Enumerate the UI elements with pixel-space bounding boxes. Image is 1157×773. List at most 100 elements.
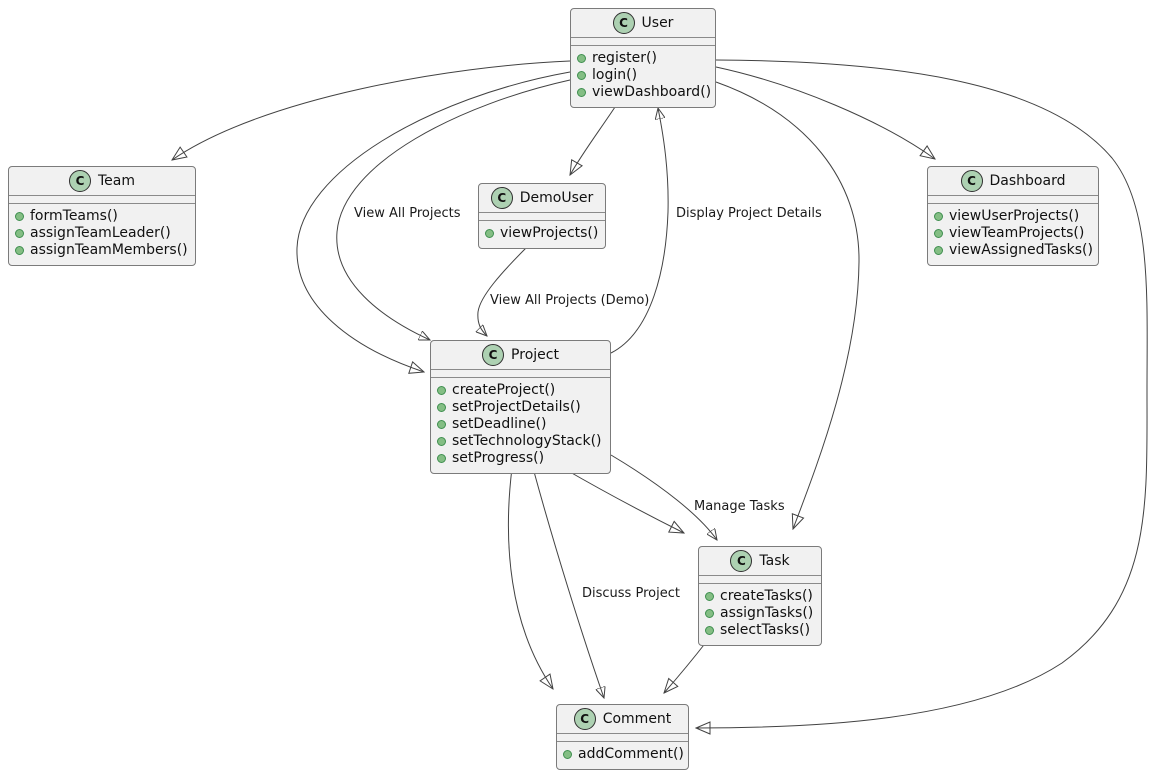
edge-user-to-task-generalization: [715, 81, 860, 529]
public-method-dot-icon: [15, 229, 24, 238]
edge-project-to-comment-generalization: [507, 467, 553, 689]
class-name: Dashboard: [989, 173, 1066, 189]
method-item: selectTasks(): [705, 622, 815, 639]
public-method-dot-icon: [437, 454, 446, 463]
methods-compartment: createTasks()assignTasks()selectTasks(): [699, 584, 821, 645]
class-name: Comment: [602, 711, 672, 727]
class-name: Project: [511, 347, 559, 363]
fields-compartment: [9, 196, 195, 204]
edge-label-display-project-details: Display Project Details: [676, 206, 822, 221]
class-name: Task: [759, 553, 790, 569]
methods-compartment: createProject()setProjectDetails()setDea…: [431, 378, 610, 473]
public-method-dot-icon: [437, 386, 446, 395]
class-icon: C: [960, 170, 983, 192]
methods-compartment: register()login()viewDashboard(): [571, 46, 715, 107]
uml-class-user: C User register()login()viewDashboard(): [570, 8, 716, 108]
edge-user-to-project-view-all-projects: [336, 79, 571, 340]
class-header: C Team: [9, 167, 195, 196]
class-name: Team: [97, 173, 135, 189]
class-header: C Task: [699, 547, 821, 576]
method-item: register(): [577, 50, 709, 67]
method-item: addComment(): [563, 746, 684, 763]
method-item: viewProjects(): [485, 225, 599, 242]
method-item: login(): [577, 67, 709, 84]
method-item: formTeams(): [15, 208, 189, 225]
uml-class-dashboard: C Dashboard viewUserProjects()viewTeamPr…: [927, 166, 1099, 266]
class-header: C Dashboard: [928, 167, 1098, 196]
class-icon: C: [573, 708, 596, 730]
public-method-dot-icon: [485, 229, 494, 238]
class-name: User: [641, 15, 674, 31]
edge-task-to-comment-generalization: [664, 640, 708, 693]
class-icon: C: [730, 550, 753, 572]
class-header: C Comment: [557, 705, 688, 734]
method-item: createProject(): [437, 382, 604, 399]
public-method-dot-icon: [705, 609, 714, 618]
class-icon: C: [612, 12, 635, 34]
public-method-dot-icon: [934, 229, 943, 238]
class-icon: C: [482, 344, 505, 366]
public-method-dot-icon: [15, 212, 24, 221]
edge-label-view-all-projects: View All Projects: [354, 206, 461, 221]
public-method-dot-icon: [934, 212, 943, 221]
edge-project-to-user-display-project-details: [610, 108, 669, 354]
edge-label-view-all-projects-demo: View All Projects (Demo): [490, 293, 650, 308]
method-item: setProjectDetails(): [437, 399, 604, 416]
edge-user-to-comment-generalization: [696, 59, 1148, 728]
fields-compartment: [431, 370, 610, 378]
class-header: C Project: [431, 341, 610, 370]
edge-user-to-demouser-generalization: [570, 103, 618, 175]
methods-compartment: formTeams()assignTeamLeader()assignTeamM…: [9, 204, 195, 265]
method-item: assignTeamMembers(): [15, 242, 189, 259]
public-method-dot-icon: [577, 54, 586, 63]
method-item: viewTeamProjects(): [934, 225, 1092, 242]
public-method-dot-icon: [705, 626, 714, 635]
class-icon: C: [68, 170, 91, 192]
method-item: setTechnologyStack(): [437, 433, 604, 450]
fields-compartment: [571, 38, 715, 46]
edge-user-to-project-generalization: [296, 71, 571, 372]
uml-class-comment: C Comment addComment(): [556, 704, 689, 770]
method-item: createTasks(): [705, 588, 815, 605]
fields-compartment: [557, 734, 688, 742]
public-method-dot-icon: [563, 750, 572, 759]
edge-label-discuss-project: Discuss Project: [582, 586, 680, 601]
public-method-dot-icon: [705, 592, 714, 601]
public-method-dot-icon: [437, 437, 446, 446]
method-item: setDeadline(): [437, 416, 604, 433]
edge-project-to-task-generalization: [562, 467, 684, 533]
uml-class-task: C Task createTasks()assignTasks()selectT…: [698, 546, 822, 646]
edge-project-to-task-manage-tasks: [610, 454, 717, 540]
edge-user-to-dashboard-generalization: [715, 66, 935, 159]
methods-compartment: addComment(): [557, 742, 688, 769]
methods-compartment: viewUserProjects()viewTeamProjects()view…: [928, 204, 1098, 265]
methods-compartment: viewProjects(): [479, 221, 605, 248]
method-item: assignTasks(): [705, 605, 815, 622]
edge-project-to-comment-discuss-project: [532, 467, 604, 698]
class-header: C DemoUser: [479, 184, 605, 213]
public-method-dot-icon: [577, 88, 586, 97]
public-method-dot-icon: [934, 246, 943, 255]
uml-class-project: C Project createProject()setProjectDetai…: [430, 340, 611, 474]
method-item: viewDashboard(): [577, 84, 711, 101]
method-item: assignTeamLeader(): [15, 225, 189, 242]
fields-compartment: [479, 213, 605, 221]
fields-compartment: [699, 576, 821, 584]
edge-user-to-team-generalization: [172, 60, 571, 160]
public-method-dot-icon: [577, 71, 586, 80]
uml-class-team: C Team formTeams()assignTeamLeader()assi…: [8, 166, 196, 266]
uml-class-demouser: C DemoUser viewProjects(): [478, 183, 606, 249]
method-item: viewUserProjects(): [934, 208, 1092, 225]
class-header: C User: [571, 9, 715, 38]
public-method-dot-icon: [437, 403, 446, 412]
method-item: setProgress(): [437, 450, 604, 467]
edge-demouser-to-project-view-all-projects-demo: [478, 246, 528, 336]
public-method-dot-icon: [437, 420, 446, 429]
fields-compartment: [928, 196, 1098, 204]
method-item: viewAssignedTasks(): [934, 242, 1093, 259]
class-icon: C: [490, 187, 513, 209]
public-method-dot-icon: [15, 246, 24, 255]
edge-label-manage-tasks: Manage Tasks: [694, 499, 785, 514]
